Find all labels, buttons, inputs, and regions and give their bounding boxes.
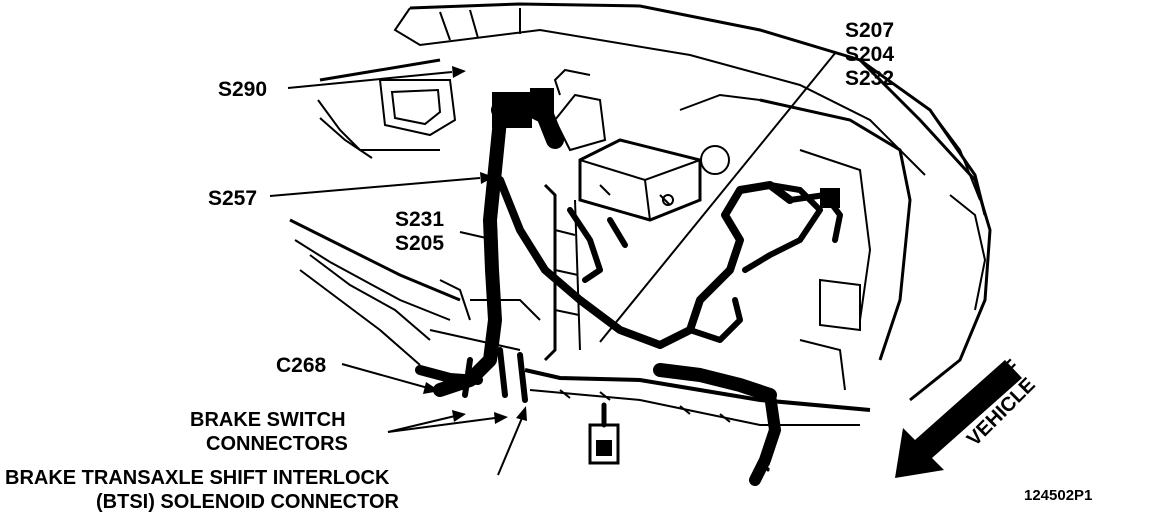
vehicle-structure bbox=[289, 2, 992, 426]
front-of-vehicle-arrow bbox=[895, 360, 1022, 478]
label-c268: C268 bbox=[276, 354, 327, 377]
wiring-harness bbox=[415, 88, 843, 486]
label-s204: S204 bbox=[845, 43, 894, 66]
leader-lines bbox=[269, 51, 837, 476]
label-s207: S207 bbox=[845, 19, 894, 42]
label-brake-switch-line2: CONNECTORS bbox=[206, 433, 348, 455]
label-btsi-line1: BRAKE TRANSAXLE SHIFT INTERLOCK bbox=[5, 467, 390, 489]
label-brake-switch-line1: BRAKE SWITCH bbox=[190, 409, 346, 431]
label-s205: S205 bbox=[395, 232, 444, 255]
label-s290: S290 bbox=[218, 78, 267, 101]
figure-number: 124502P1 bbox=[1024, 487, 1092, 504]
label-btsi-line2: (BTSI) SOLENOID CONNECTOR bbox=[96, 491, 400, 513]
label-s231: S231 bbox=[395, 208, 444, 231]
label-s257: S257 bbox=[208, 187, 257, 210]
label-s232: S232 bbox=[845, 67, 894, 90]
